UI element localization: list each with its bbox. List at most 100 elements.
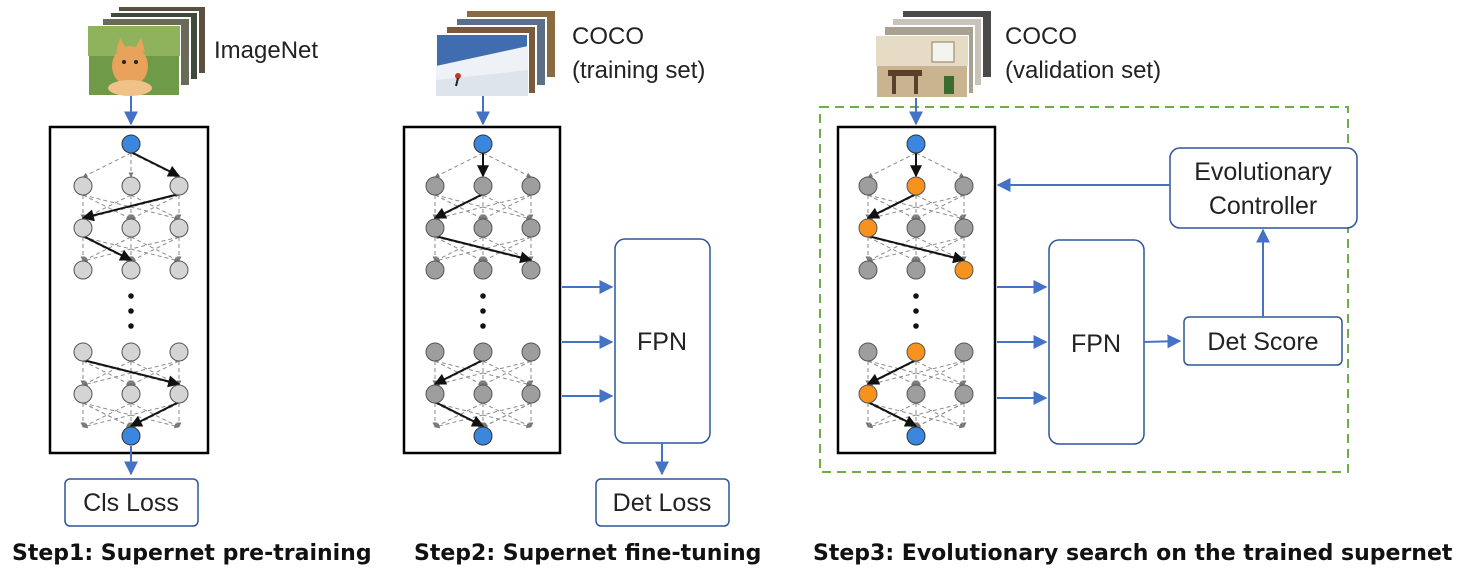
selected-path-edge	[82, 235, 133, 261]
step1-caption: Step1: Supernet pre-training	[12, 541, 372, 566]
dashed-edge	[434, 360, 484, 386]
step3-supernet-graph	[858, 134, 974, 446]
det-loss-box	[595, 478, 730, 527]
dashed-edge	[482, 402, 532, 428]
step3-dataset-line1: COCO	[1005, 23, 1077, 50]
candidate-op-node	[425, 218, 445, 238]
dashed-edge	[82, 194, 132, 220]
candidate-op-node	[73, 342, 93, 362]
candidate-op-node	[425, 260, 445, 280]
room-photo-icon	[875, 35, 969, 99]
dashed-edge	[130, 360, 180, 386]
candidate-op-node	[425, 384, 445, 404]
selected-op-node	[906, 176, 926, 196]
step2-dataset-line1: COCO	[572, 23, 644, 50]
candidate-op-node	[521, 176, 541, 196]
dashed-edge	[867, 360, 965, 387]
candidate-op-node	[858, 342, 878, 362]
dashed-edge	[82, 402, 132, 428]
candidate-op-node	[473, 342, 493, 362]
candidate-op-node	[425, 342, 445, 362]
candidate-op-node	[169, 260, 189, 280]
dashed-edge	[915, 194, 965, 220]
ellipsis-dot	[480, 308, 486, 314]
candidate-op-node	[169, 218, 189, 238]
input-node	[473, 134, 493, 154]
step2-image-stack	[435, 9, 557, 97]
dashed-edge	[867, 402, 965, 429]
det-score-label: Det Score	[1207, 328, 1318, 356]
dashed-edge	[867, 236, 917, 262]
selected-path-edge	[866, 193, 917, 219]
dashed-edge	[82, 236, 180, 263]
ellipsis-dot	[913, 293, 919, 299]
kitten-photo-icon	[87, 25, 181, 97]
candidate-op-node	[473, 176, 493, 196]
dashed-edge	[482, 194, 532, 220]
selected-path-edge	[434, 235, 533, 264]
ellipsis-dot	[480, 293, 486, 299]
dashed-edge	[434, 194, 484, 220]
selected-path-edge	[434, 401, 485, 427]
dashed-edge	[867, 360, 917, 386]
dashed-edge	[130, 194, 180, 220]
candidate-op-node	[169, 384, 189, 404]
search-region-dashed-box	[819, 106, 1349, 473]
dashed-edge	[482, 152, 532, 178]
dashed-edge	[82, 402, 132, 428]
candidate-op-node	[906, 260, 926, 280]
dashed-edge	[434, 152, 484, 178]
output-node	[473, 426, 493, 446]
candidate-op-node	[858, 260, 878, 280]
dashed-edge	[130, 194, 180, 220]
candidate-op-node	[521, 218, 541, 238]
dashed-edge	[82, 360, 132, 386]
candidate-op-node	[73, 384, 93, 404]
candidate-op-node	[169, 176, 189, 196]
dashed-edge	[915, 194, 965, 220]
dashed-edge	[434, 236, 484, 262]
dashed-edge	[130, 236, 180, 262]
selected-path-edge	[130, 151, 181, 177]
candidate-op-node	[954, 342, 974, 362]
selected-path-edge	[129, 401, 180, 427]
step3-caption: Step3: Evolutionary search on the traine…	[813, 541, 1453, 566]
candidate-op-node	[121, 218, 141, 238]
step2-caption: Step2: Supernet fine-tuning	[414, 541, 761, 566]
candidate-op-node	[521, 384, 541, 404]
output-node	[906, 426, 926, 446]
det-loss-label: Det Loss	[613, 489, 712, 517]
dashed-edge	[915, 236, 965, 262]
candidate-op-node	[858, 176, 878, 196]
candidate-op-node	[473, 260, 493, 280]
selected-path-edge	[433, 359, 484, 385]
candidate-op-node	[73, 260, 93, 280]
selected-path-edge	[866, 359, 917, 385]
ellipsis-dot	[913, 323, 919, 329]
candidate-op-node	[121, 384, 141, 404]
ellipsis-dot	[128, 308, 134, 314]
selected-op-node	[906, 342, 926, 362]
candidate-op-node	[73, 218, 93, 238]
dashed-edge	[482, 194, 532, 220]
cls-loss-box	[64, 478, 199, 527]
ellipsis-dot	[913, 308, 919, 314]
step1-supernet-box	[48, 125, 210, 455]
candidate-op-node	[521, 260, 541, 280]
dashed-edge	[130, 236, 180, 262]
step3-dataset-line2: (validation set)	[1005, 57, 1161, 84]
dashed-edge	[482, 402, 532, 428]
ellipsis-dot	[480, 323, 486, 329]
dashed-edge	[482, 236, 532, 262]
candidate-op-node	[73, 176, 93, 196]
dashed-edge	[867, 194, 917, 220]
selected-op-node	[954, 260, 974, 280]
selected-path-edge	[867, 401, 918, 427]
output-node	[121, 426, 141, 446]
step2-fpn-label: FPN	[637, 328, 687, 356]
input-node	[121, 134, 141, 154]
candidate-op-node	[521, 342, 541, 362]
candidate-op-node	[121, 260, 141, 280]
step3-image-stack	[875, 9, 993, 99]
